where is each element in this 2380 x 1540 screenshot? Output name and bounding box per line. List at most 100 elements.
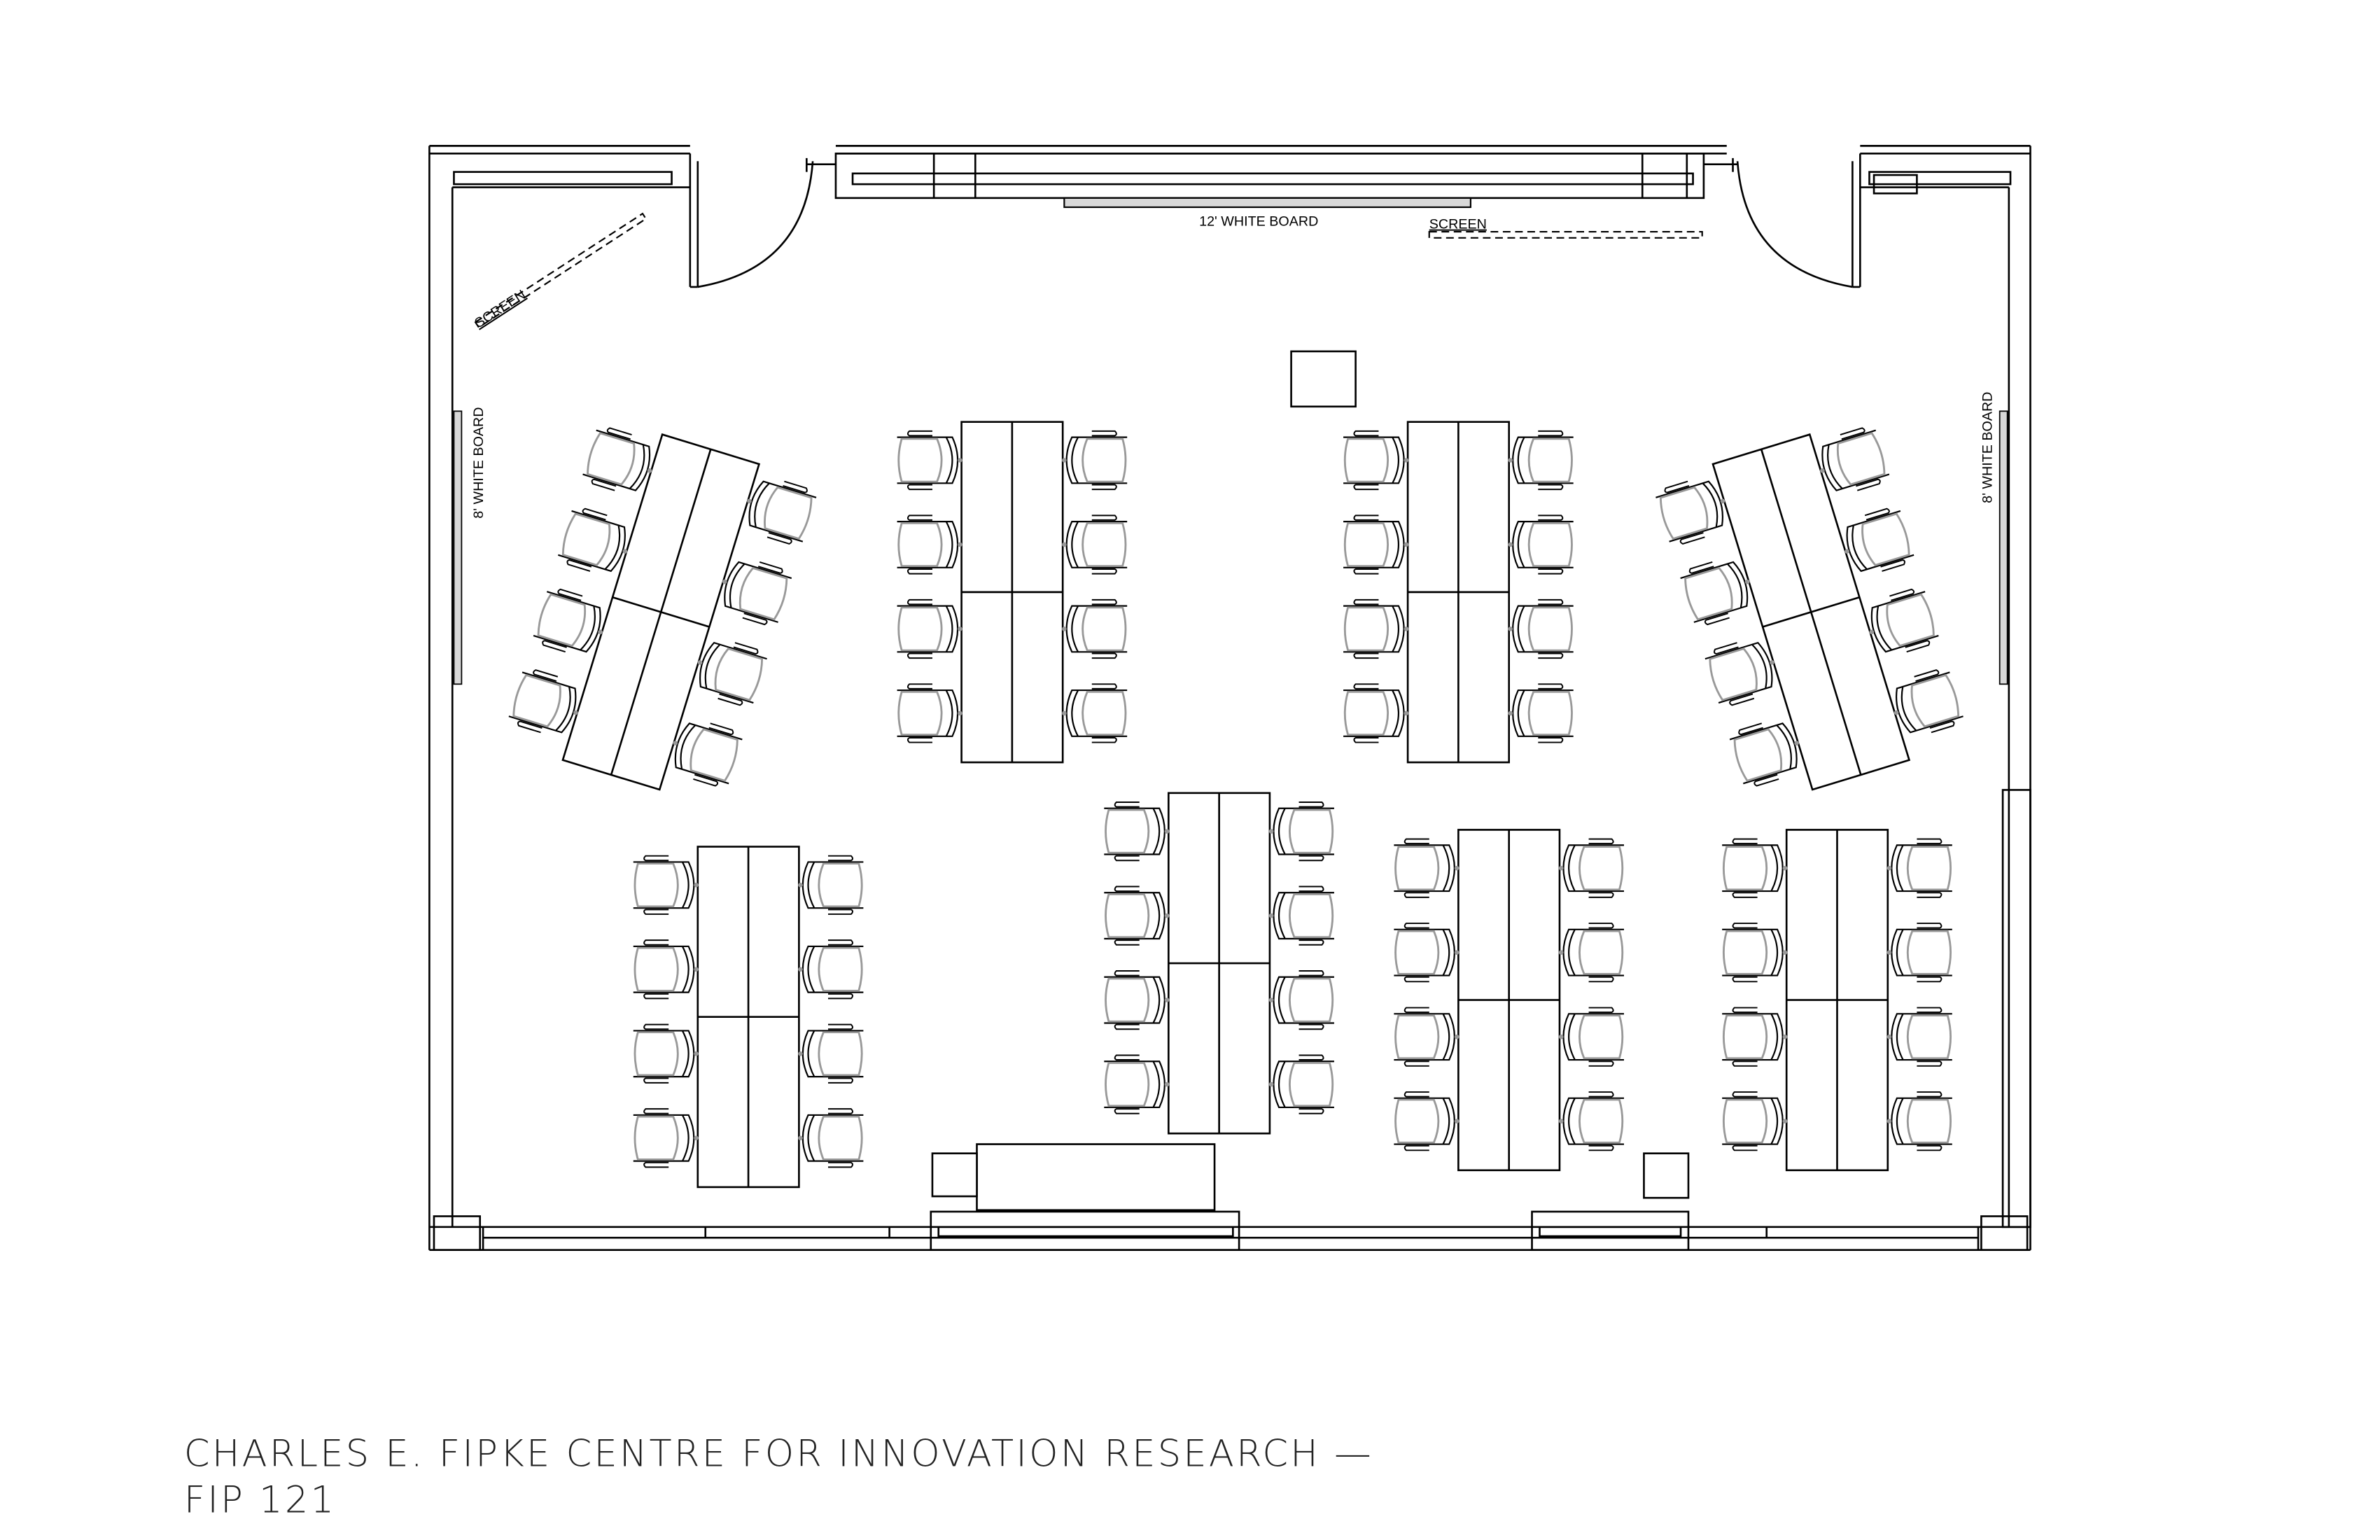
chair[interactable] — [633, 939, 699, 1000]
chair[interactable] — [1722, 1091, 1788, 1152]
chair-back — [633, 1030, 695, 1078]
chair[interactable] — [1268, 886, 1334, 946]
chair-arms — [1091, 430, 1117, 491]
table-seam — [1786, 830, 1888, 1170]
chair[interactable] — [1343, 430, 1409, 491]
chair[interactable] — [798, 1023, 864, 1084]
table-seam — [1408, 421, 1509, 763]
chair[interactable] — [1343, 683, 1409, 743]
chair-seat — [1343, 690, 1389, 736]
chair[interactable] — [1679, 553, 1758, 628]
chair[interactable] — [1268, 969, 1334, 1030]
chair[interactable] — [798, 1108, 864, 1168]
chair-caster — [1062, 542, 1067, 547]
chair[interactable] — [897, 514, 962, 575]
chair[interactable] — [1343, 598, 1409, 659]
chair-arms — [718, 642, 759, 706]
chair[interactable] — [1886, 838, 1952, 898]
chair[interactable] — [1394, 1091, 1460, 1152]
chair[interactable] — [1394, 838, 1460, 898]
chair[interactable] — [1886, 1007, 1952, 1067]
chair[interactable] — [1508, 598, 1574, 659]
chair[interactable] — [1728, 715, 1807, 790]
table-cluster — [507, 424, 818, 791]
chair[interactable] — [714, 553, 793, 628]
title-line-2: FIP 121 — [184, 1478, 336, 1521]
chair[interactable] — [1104, 1054, 1170, 1114]
chair-caster — [798, 1051, 803, 1056]
chair[interactable] — [1812, 424, 1891, 499]
chair[interactable] — [1104, 886, 1170, 946]
chair[interactable] — [1062, 430, 1128, 491]
chair[interactable] — [1062, 514, 1128, 575]
chair-seat — [1906, 1014, 1952, 1060]
chair-seat — [818, 1115, 863, 1161]
chair-arms — [1114, 1054, 1140, 1114]
instructor-desk — [976, 1143, 1216, 1212]
chair-arms — [1917, 838, 1942, 898]
chair[interactable] — [1343, 514, 1409, 575]
chair-back — [1896, 671, 1963, 734]
chair-caster — [1268, 1082, 1274, 1087]
chair[interactable] — [798, 855, 864, 915]
chair[interactable] — [556, 505, 636, 580]
chair-back — [897, 605, 959, 653]
chair[interactable] — [798, 939, 864, 1000]
chair[interactable] — [1654, 472, 1733, 547]
chair[interactable] — [633, 1108, 699, 1168]
chair[interactable] — [633, 855, 699, 915]
chair[interactable] — [1886, 666, 1965, 741]
chair[interactable] — [1104, 802, 1170, 862]
chair[interactable] — [1722, 1007, 1788, 1067]
chair[interactable] — [1836, 505, 1915, 580]
chair-caster — [1820, 468, 1825, 473]
chair[interactable] — [507, 666, 586, 741]
chair[interactable] — [1558, 1091, 1624, 1152]
chair-arms — [1714, 642, 1755, 706]
chair[interactable] — [532, 586, 611, 661]
chair[interactable] — [738, 472, 818, 547]
front-whiteboard — [1063, 197, 1471, 209]
chair[interactable] — [665, 715, 744, 790]
chair[interactable] — [1861, 586, 1940, 661]
chair[interactable] — [1722, 838, 1788, 898]
chair[interactable] — [1104, 969, 1170, 1030]
chair-seat — [1578, 1098, 1624, 1144]
chair[interactable] — [1268, 802, 1334, 862]
chair-caster — [1782, 865, 1788, 871]
chair-caster — [598, 629, 603, 635]
chair-back — [1104, 892, 1166, 940]
chair[interactable] — [581, 424, 660, 499]
chair[interactable] — [897, 430, 962, 491]
chair[interactable] — [1268, 1054, 1334, 1114]
chair[interactable] — [1703, 634, 1782, 709]
chair[interactable] — [1886, 923, 1952, 983]
chair-caster — [622, 549, 628, 554]
chair[interactable] — [1508, 683, 1574, 743]
chair[interactable] — [1062, 683, 1128, 743]
chair[interactable] — [1558, 923, 1624, 983]
chair[interactable] — [1508, 514, 1574, 575]
corner-screen — [474, 212, 648, 329]
chair-arms — [1588, 1091, 1614, 1152]
chair[interactable] — [1394, 923, 1460, 983]
door-right[interactable] — [1703, 153, 1861, 288]
chair-caster — [694, 1051, 699, 1056]
chair-seat — [1886, 593, 1935, 648]
chair-caster — [697, 660, 703, 665]
chair[interactable] — [1886, 1091, 1952, 1152]
door-left[interactable] — [689, 153, 836, 288]
chair[interactable] — [1394, 1007, 1460, 1067]
chair[interactable] — [897, 598, 962, 659]
chair[interactable] — [1558, 838, 1624, 898]
chair[interactable] — [1558, 1007, 1624, 1067]
chair-back — [897, 436, 959, 484]
chair[interactable] — [633, 1023, 699, 1084]
chair[interactable] — [1722, 923, 1788, 983]
chair-caster — [747, 498, 752, 504]
chair[interactable] — [1062, 598, 1128, 659]
chair[interactable] — [690, 634, 769, 709]
chair[interactable] — [1508, 430, 1574, 491]
chair[interactable] — [897, 683, 962, 743]
